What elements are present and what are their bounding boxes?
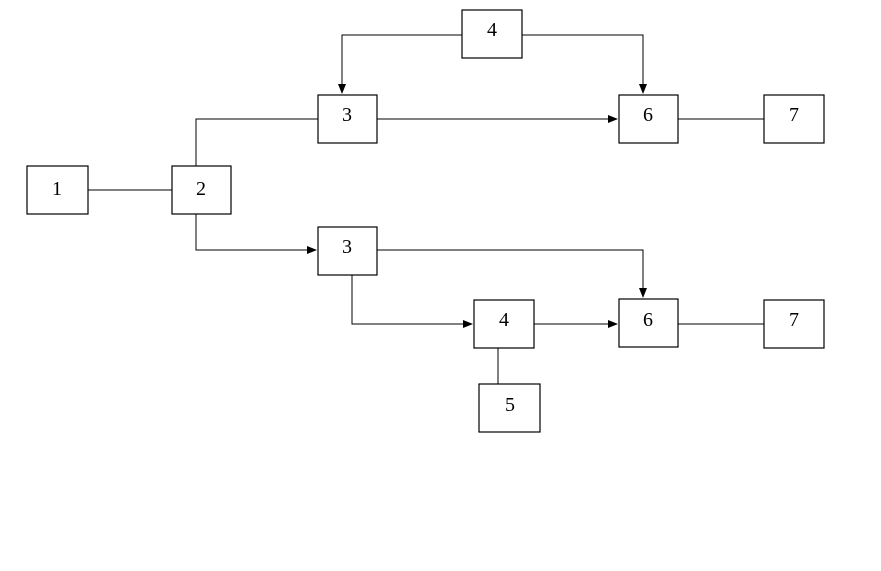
edge-3-to-6-lower — [377, 249, 647, 298]
edge-2-to-3-upper — [195, 118, 318, 166]
node-4-lower-label: 4 — [499, 309, 509, 331]
edge-4-to-3-upper — [338, 34, 462, 94]
node-6-upper: 6 — [618, 94, 679, 144]
node-7-upper-box — [763, 94, 825, 144]
edge-3-to-4-lower — [351, 275, 473, 328]
node-3-lower-label: 3 — [342, 236, 352, 258]
node-4-lower: 4 — [473, 299, 535, 349]
node-5-box — [478, 383, 541, 433]
node-7-upper-label: 7 — [789, 104, 799, 126]
node-2-label: 2 — [196, 178, 206, 200]
node-6-lower: 6 — [618, 298, 679, 348]
node-6-lower-label: 6 — [643, 309, 653, 331]
node-7-lower-box — [763, 299, 825, 349]
node-1-box — [26, 165, 89, 215]
node-7-lower: 7 — [763, 299, 825, 349]
node-7-upper: 7 — [763, 94, 825, 144]
edge-2-to-3-lower — [195, 214, 317, 254]
node-2: 2 — [171, 165, 232, 215]
node-6-lower-box — [618, 298, 679, 348]
node-3-upper: 3 — [317, 94, 378, 144]
node-4-upper: 4 — [461, 9, 523, 59]
node-1-label: 1 — [52, 178, 62, 200]
node-4-lower-box — [473, 299, 535, 349]
node-6-upper-label: 6 — [643, 104, 653, 126]
node-5-label: 5 — [505, 394, 515, 416]
node-3-lower: 3 — [317, 226, 378, 276]
node-2-box — [171, 165, 232, 215]
node-7-lower-label: 7 — [789, 309, 799, 331]
node-4-upper-box — [461, 9, 523, 59]
node-5: 5 — [478, 383, 541, 433]
connectors — [88, 34, 764, 384]
node-3-upper-box — [317, 94, 378, 144]
node-4-upper-label: 4 — [487, 19, 497, 41]
node-6-upper-box — [618, 94, 679, 144]
node-3-lower-box — [317, 226, 378, 276]
node-1: 1 — [26, 165, 89, 215]
edge-4-to-6-upper — [522, 34, 647, 94]
node-3-upper-label: 3 — [342, 104, 352, 126]
